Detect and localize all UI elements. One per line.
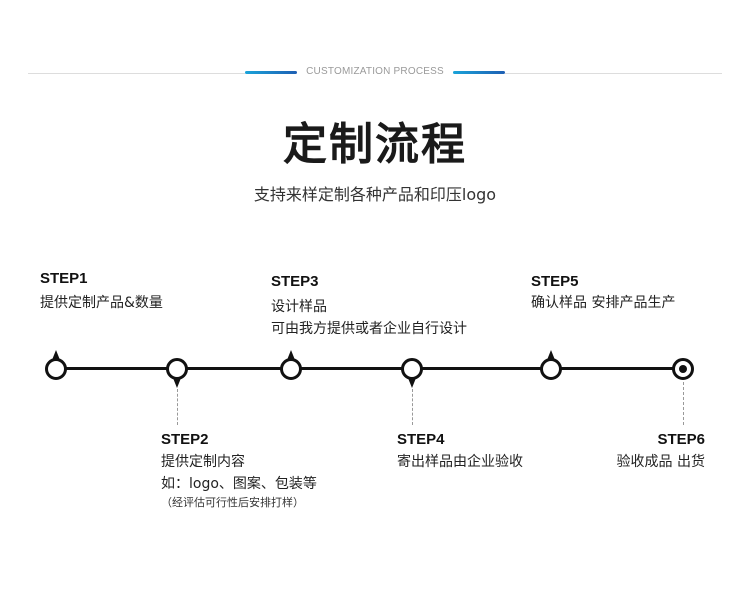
step1-label: STEP1: [40, 270, 88, 287]
step1-line1: 提供定制产品&数量: [40, 295, 163, 311]
step1-node: [45, 358, 67, 380]
page-title: 定制流程: [283, 119, 467, 170]
step2-label: STEP2: [161, 431, 209, 448]
step3-pointer: [287, 350, 295, 360]
step2-line2: 如：logo、图案、包装等: [161, 476, 317, 492]
header-label: CUSTOMIZATION PROCESS: [306, 66, 444, 77]
step4-node: [401, 358, 423, 380]
step5-line1: 确认样品 安排产品生产: [531, 295, 676, 311]
timeline-line: [56, 367, 684, 370]
step4-connector: [412, 389, 413, 425]
header-accent-left: [245, 71, 297, 74]
step6-line1: 验收成品 出货: [616, 454, 705, 470]
header-accent-right: [453, 71, 505, 74]
step4-pointer: [408, 378, 416, 388]
header-divider-right: [505, 73, 722, 74]
step2-line1: 提供定制内容: [161, 454, 245, 470]
header-divider-left: [28, 73, 245, 74]
step5-label: STEP5: [531, 273, 579, 290]
step6-label: STEP6: [657, 431, 705, 448]
step2-pointer: [173, 378, 181, 388]
step4-label: STEP4: [397, 431, 445, 448]
page-subtitle: 支持来样定制各种产品和印压logo: [253, 185, 497, 204]
step6-connector: [683, 382, 684, 425]
step6-node: [672, 358, 694, 380]
step3-label: STEP3: [271, 273, 319, 290]
step1-pointer: [52, 350, 60, 360]
step2-note: （经评估可行性后安排打样）: [161, 496, 304, 509]
step5-pointer: [547, 350, 555, 360]
step4-line1: 寄出样品由企业验收: [397, 454, 523, 470]
step5-node: [540, 358, 562, 380]
step2-node: [166, 358, 188, 380]
step3-line1: 设计样品: [271, 299, 327, 315]
step3-node: [280, 358, 302, 380]
step2-connector: [177, 389, 178, 425]
step3-line2: 可由我方提供或者企业自行设计: [271, 321, 467, 337]
